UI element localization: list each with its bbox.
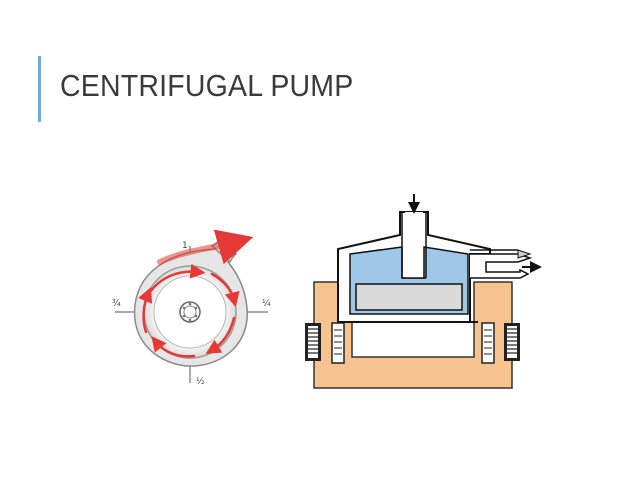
left-inner-bearing bbox=[331, 322, 345, 364]
impeller-hub bbox=[179, 301, 201, 323]
flow-arrow-3 bbox=[205, 316, 236, 354]
slide-title: CENTRIFUGAL PUMP bbox=[60, 68, 354, 103]
flow-arrow-2 bbox=[210, 272, 240, 308]
volute-diagram: 1 ¼ ½ ¾ bbox=[112, 229, 271, 387]
volute-label-left: ¾ bbox=[112, 299, 121, 309]
left-bearing-block bbox=[305, 323, 321, 361]
flow-arrow-5 bbox=[138, 287, 153, 334]
cross-section-diagram bbox=[305, 194, 542, 389]
flow-arrow-discharge bbox=[157, 229, 254, 265]
volute-label-bottom: ½ bbox=[196, 377, 205, 387]
inlet-channel bbox=[405, 212, 423, 278]
right-inner-bearing bbox=[481, 322, 495, 364]
right-bearing-block bbox=[504, 323, 520, 361]
flow-arrow-4 bbox=[151, 336, 196, 358]
flow-arrow-1 bbox=[148, 263, 206, 294]
flow-arrows bbox=[138, 229, 254, 358]
discharge-pipe bbox=[470, 249, 533, 279]
impeller-plate bbox=[355, 283, 463, 311]
title-accent-bar bbox=[38, 56, 41, 122]
volute-label-right: ¼ bbox=[262, 299, 271, 309]
volute-label-top: 1 bbox=[182, 241, 188, 251]
